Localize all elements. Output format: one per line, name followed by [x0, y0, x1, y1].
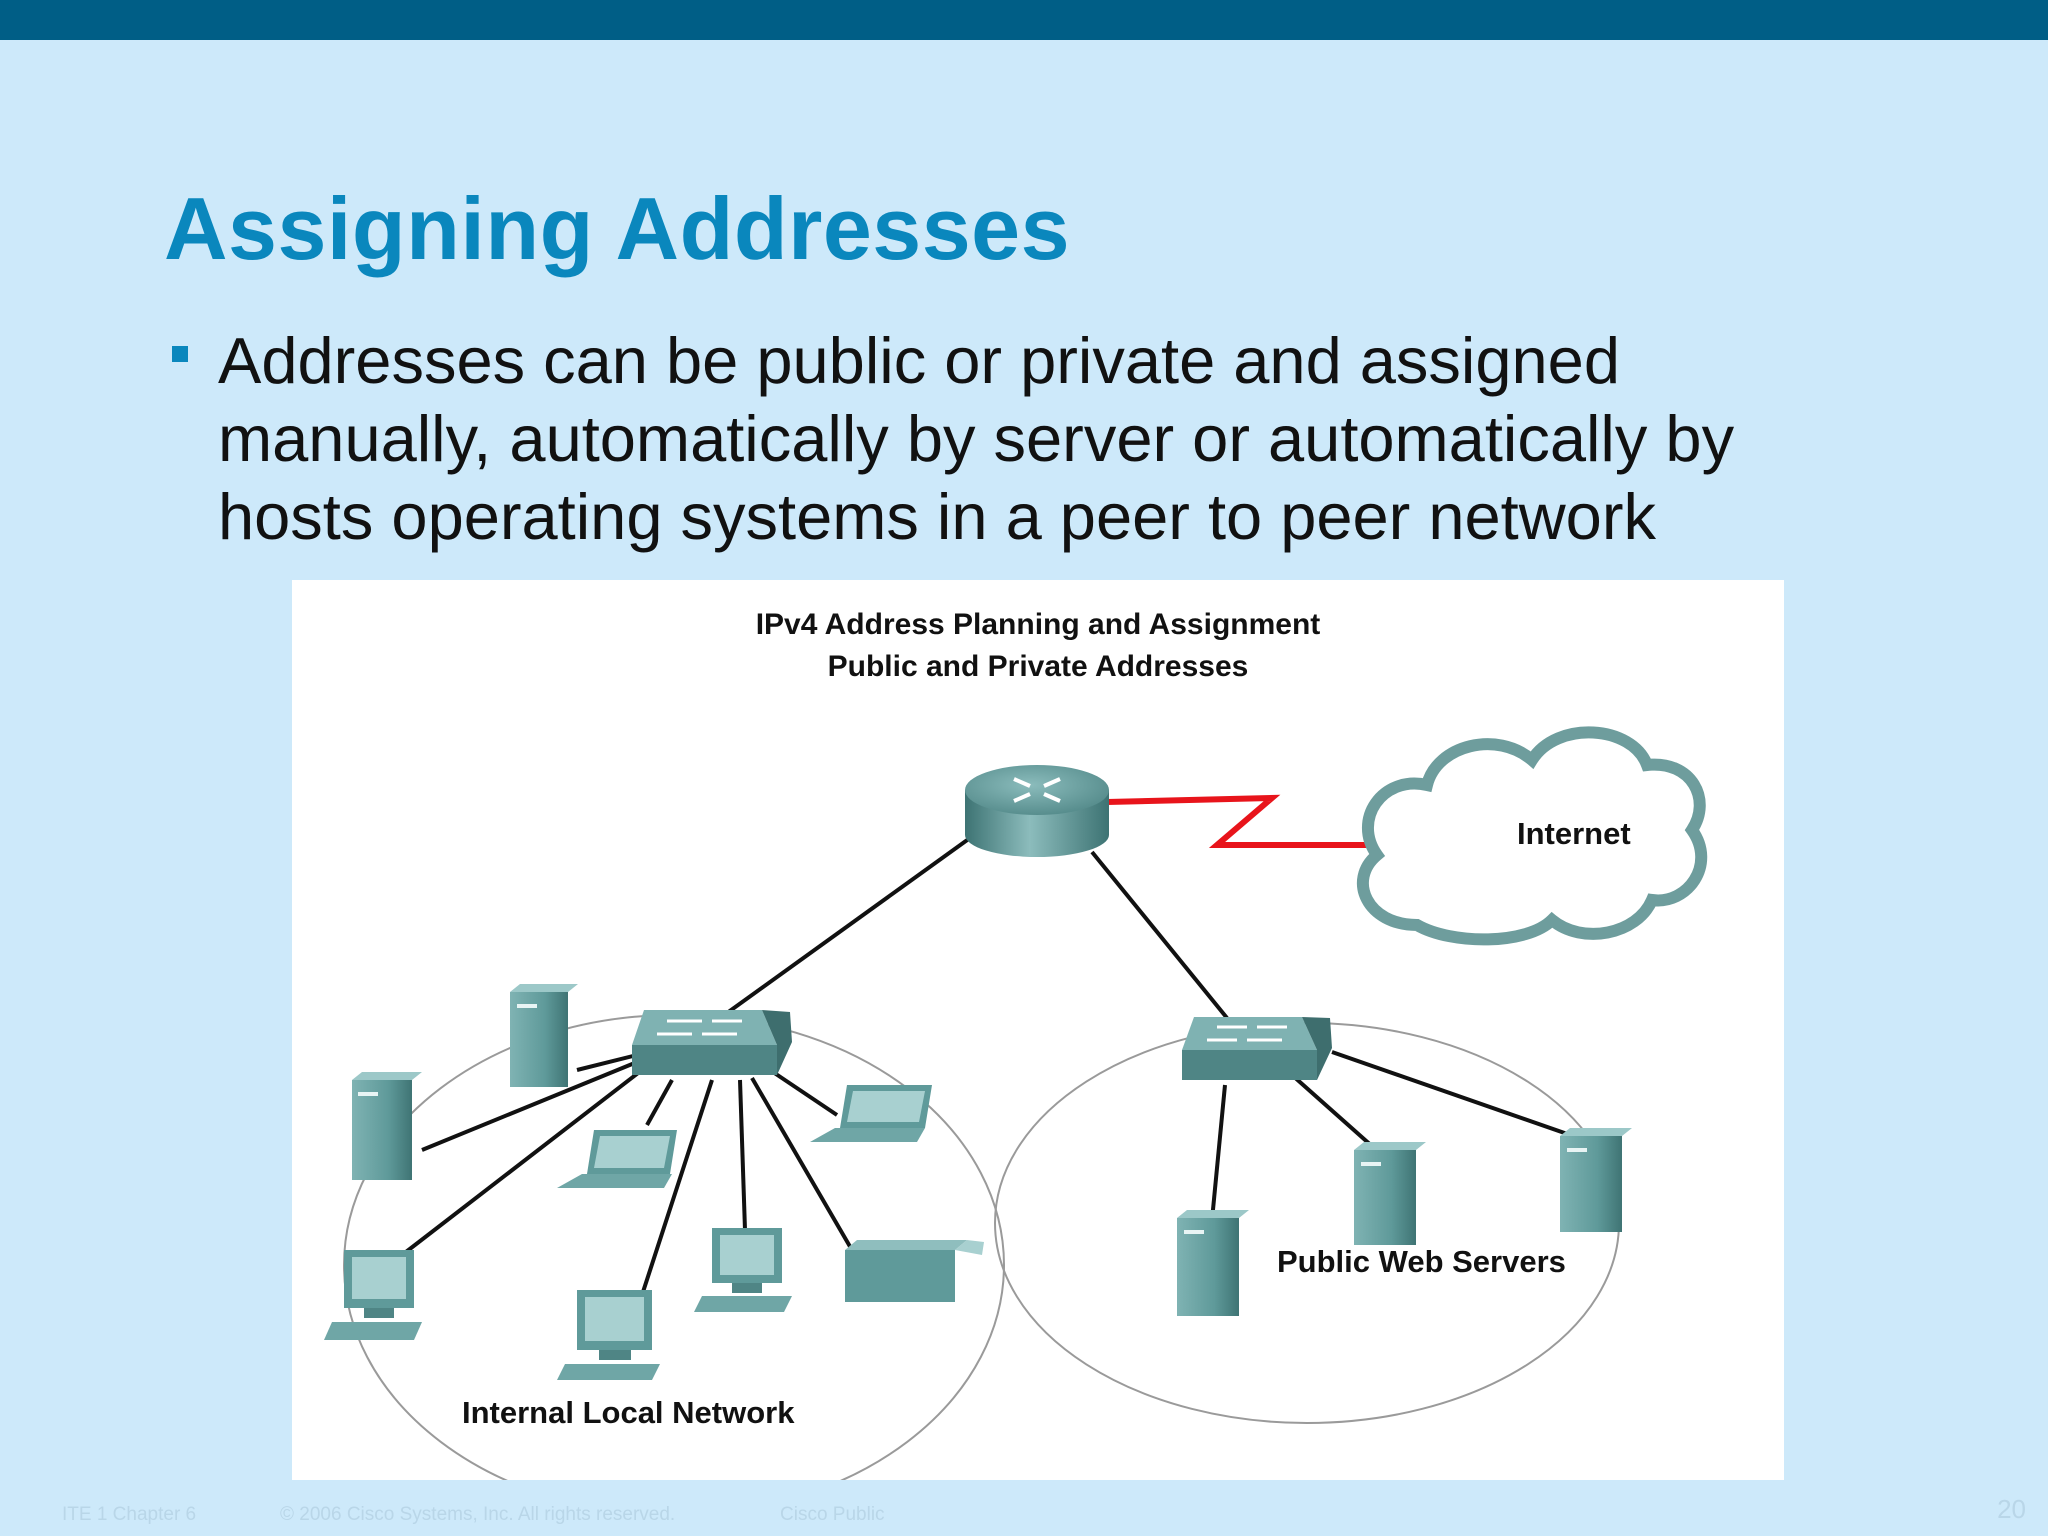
internet-label: Internet: [1517, 816, 1631, 851]
page-number: 20: [1997, 1494, 2026, 1524]
server-tower-icon: [352, 1072, 422, 1180]
laptop-icon: [810, 1085, 932, 1142]
server-tower-icon: [1354, 1142, 1426, 1245]
top-bar: [0, 0, 2048, 40]
switch-icon: [1182, 1017, 1332, 1080]
server-tower-icon: [510, 984, 578, 1087]
bullet-line: hosts operating systems in a peer to pee…: [218, 480, 1656, 553]
server-tower-icon: [1177, 1210, 1249, 1316]
network-diagram: IPv4 Address Planning and Assignment Pub…: [292, 580, 1784, 1480]
diagram-subtitle: Public and Private Addresses: [827, 650, 1249, 683]
bullet-line: Addresses can be public or private and a…: [218, 324, 1620, 397]
laptop-icon: [557, 1130, 677, 1188]
bullet-list: Addresses can be public or private and a…: [168, 322, 1928, 556]
desktop-computer-icon: [324, 1250, 422, 1340]
bullet-item: Addresses can be public or private and a…: [218, 322, 1928, 556]
diagram-title: IPv4 Address Planning and Assignment: [755, 608, 1321, 641]
network-links: [400, 836, 1600, 1296]
footer-chapter: ITE 1 Chapter 6: [62, 1504, 197, 1525]
router-icon: [965, 765, 1109, 857]
footer-classification: Cisco Public: [780, 1504, 885, 1525]
bullet-line: manually, automatically by server or aut…: [218, 402, 1735, 475]
printer-icon: [845, 1240, 984, 1302]
wan-link: [1106, 794, 1388, 848]
slide-title: Assigning Addresses: [164, 179, 1071, 278]
footer-copyright: © 2006 Cisco Systems, Inc. All rights re…: [280, 1504, 676, 1525]
internal-network-label: Internal Local Network: [462, 1395, 795, 1430]
public-network-area: [994, 1022, 1620, 1424]
public-servers-label: Public Web Servers: [1277, 1244, 1566, 1279]
switch-icon: [632, 1010, 792, 1075]
diagram-canvas: [324, 726, 1708, 1480]
desktop-computer-icon: [694, 1228, 792, 1312]
bullet-marker-icon: [172, 346, 188, 362]
desktop-computer-icon: [557, 1290, 660, 1380]
internet-cloud-icon: [1356, 726, 1708, 946]
server-tower-icon: [1560, 1128, 1632, 1232]
